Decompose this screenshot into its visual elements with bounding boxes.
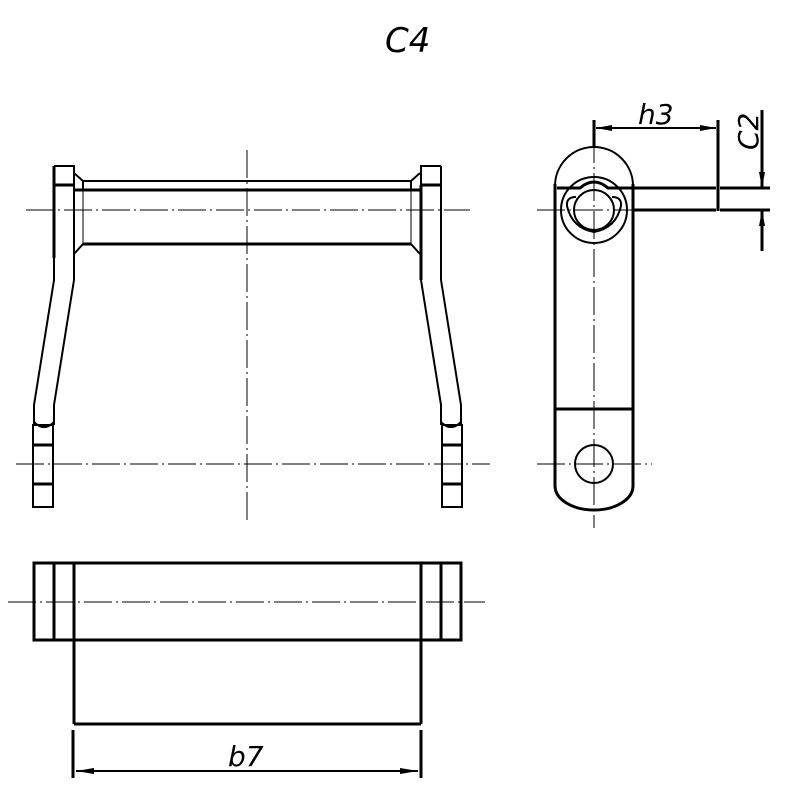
bottom-hole — [574, 444, 614, 484]
arrowhead — [596, 125, 612, 131]
right-plate-foot — [441, 424, 463, 508]
link-bottom-arc — [553, 485, 635, 512]
b7-label: b7 — [228, 740, 264, 773]
left-plate-bent-inner — [53, 279, 75, 425]
arrowhead — [759, 210, 765, 226]
outer-pin-circle — [560, 176, 628, 244]
h3-label: h3 — [638, 98, 674, 131]
arrowhead — [700, 125, 716, 131]
drawing-title: C4 — [385, 21, 430, 61]
left-plate-bent-outer — [33, 258, 55, 425]
right-plate-bent-outer — [440, 279, 462, 425]
top-view: b7 — [8, 561, 485, 778]
arrowhead — [759, 172, 765, 188]
front-view — [16, 150, 490, 524]
top-plate-outline — [32, 561, 463, 642]
left-plate-foot — [32, 424, 54, 508]
left-plate-top — [54, 165, 75, 185]
right-plate-bent-inner — [420, 279, 442, 425]
side-view: h3 C2 — [537, 98, 770, 528]
right-plate-top — [420, 165, 441, 185]
arrowhead — [400, 768, 418, 774]
c2-label: C2 — [732, 113, 765, 150]
pin-circle — [573, 189, 615, 231]
arrowhead — [76, 768, 94, 774]
cotter-outline — [565, 196, 623, 234]
